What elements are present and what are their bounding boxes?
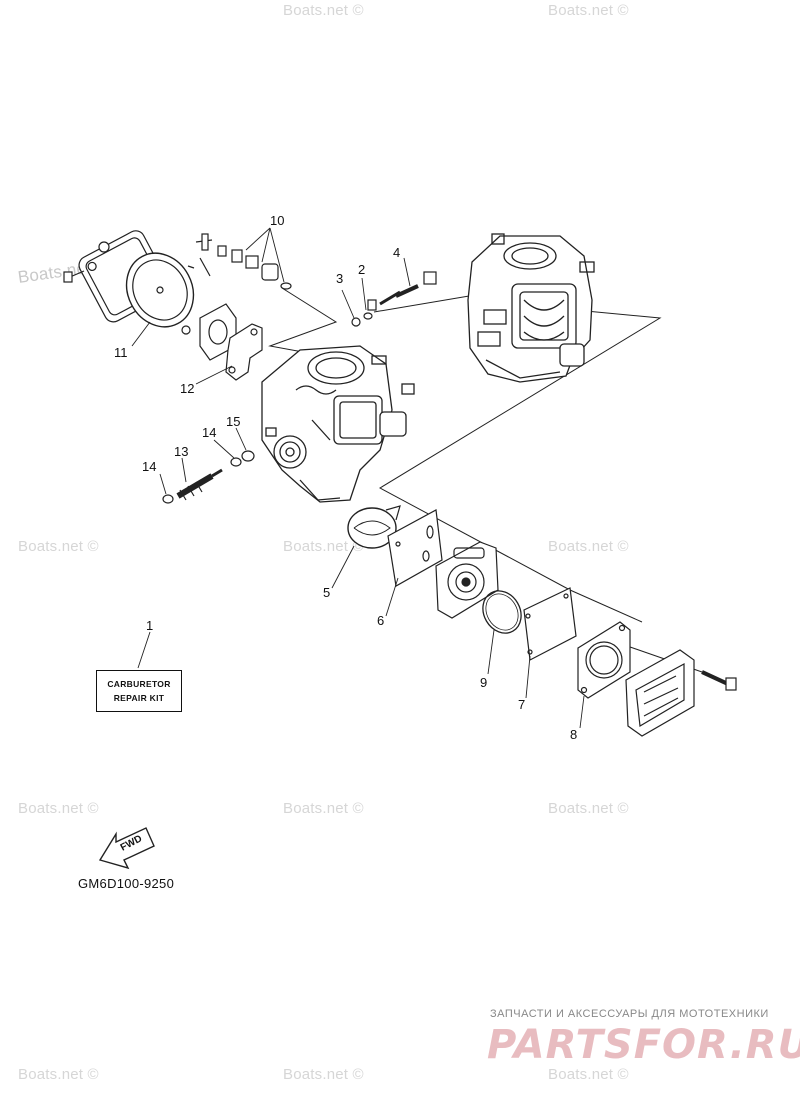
callout-12: 12 bbox=[180, 381, 195, 396]
adjust-screw bbox=[395, 271, 437, 298]
screw-left bbox=[63, 270, 85, 283]
cover-screw bbox=[98, 241, 110, 253]
callout-6: 6 bbox=[377, 613, 385, 628]
o-ring-small bbox=[351, 317, 361, 327]
watermark: Boats.net © bbox=[18, 538, 99, 555]
needle-parts bbox=[187, 233, 292, 290]
o-ring-9 bbox=[482, 590, 522, 634]
pump-gasket bbox=[225, 323, 263, 381]
callout-4: 4 bbox=[393, 245, 401, 260]
plunger bbox=[176, 468, 223, 501]
callout-15: 15 bbox=[226, 414, 241, 429]
leader-lines bbox=[131, 227, 585, 729]
rear-carburetor bbox=[467, 233, 595, 383]
callout-3: 3 bbox=[336, 271, 344, 286]
watermark: Boats.net © bbox=[283, 2, 364, 19]
gasket-plate-7 bbox=[523, 587, 577, 661]
diaphragm bbox=[125, 252, 195, 328]
watermark: Boats.net © bbox=[18, 1066, 99, 1083]
watermark: Boats.net © bbox=[283, 1066, 364, 1083]
pump-chamber bbox=[435, 541, 499, 619]
watermark: Boats.net © bbox=[283, 800, 364, 817]
front-carburetor bbox=[261, 345, 415, 503]
washer-small bbox=[363, 312, 373, 320]
callout-8: 8 bbox=[570, 727, 578, 742]
callout-7: 7 bbox=[518, 697, 526, 712]
diagram-code: GM6D100-9250 bbox=[78, 876, 175, 891]
callout-10: 10 bbox=[270, 213, 285, 228]
shop-logo: PARTSFOR.RU bbox=[487, 1022, 800, 1068]
washer-14b bbox=[230, 457, 242, 467]
kit-label-line1: CARBURETOR bbox=[107, 679, 171, 689]
pilot-screw bbox=[367, 290, 401, 311]
cover-screw-right bbox=[701, 670, 737, 691]
gasket-8 bbox=[577, 621, 631, 699]
callout-9: 9 bbox=[480, 675, 488, 690]
callout-14a: 14 bbox=[142, 459, 157, 474]
gasket-plate-6 bbox=[387, 509, 443, 587]
callout-14b: 14 bbox=[202, 425, 217, 440]
callout-13: 13 bbox=[174, 444, 189, 459]
callout-2: 2 bbox=[358, 262, 366, 277]
watermark: Boats.net © bbox=[548, 538, 629, 555]
repair-kit-label: CARBURETOR REPAIR KIT bbox=[96, 670, 182, 712]
watermark: Boats.net © bbox=[548, 2, 629, 19]
watermark: Boats.net © bbox=[548, 800, 629, 817]
watermark: Boats.net © bbox=[548, 1066, 629, 1083]
callout-11: 11 bbox=[114, 345, 128, 360]
o-ring-15 bbox=[241, 450, 255, 462]
shop-tagline: ЗАПЧАСТИ И АКСЕССУАРЫ ДЛЯ МОТОТЕХНИКИ bbox=[490, 1008, 769, 1020]
callout-1: 1 bbox=[146, 618, 154, 633]
watermark: Boats.net © bbox=[18, 800, 99, 817]
kit-label-line2: REPAIR KIT bbox=[113, 693, 165, 703]
washer-14a bbox=[162, 494, 174, 504]
watermark: Boats.net © bbox=[283, 538, 364, 555]
fwd-arrow-icon bbox=[98, 827, 155, 870]
gasket-round bbox=[347, 505, 401, 549]
callout-5: 5 bbox=[323, 585, 331, 600]
pump-cover bbox=[625, 649, 695, 737]
